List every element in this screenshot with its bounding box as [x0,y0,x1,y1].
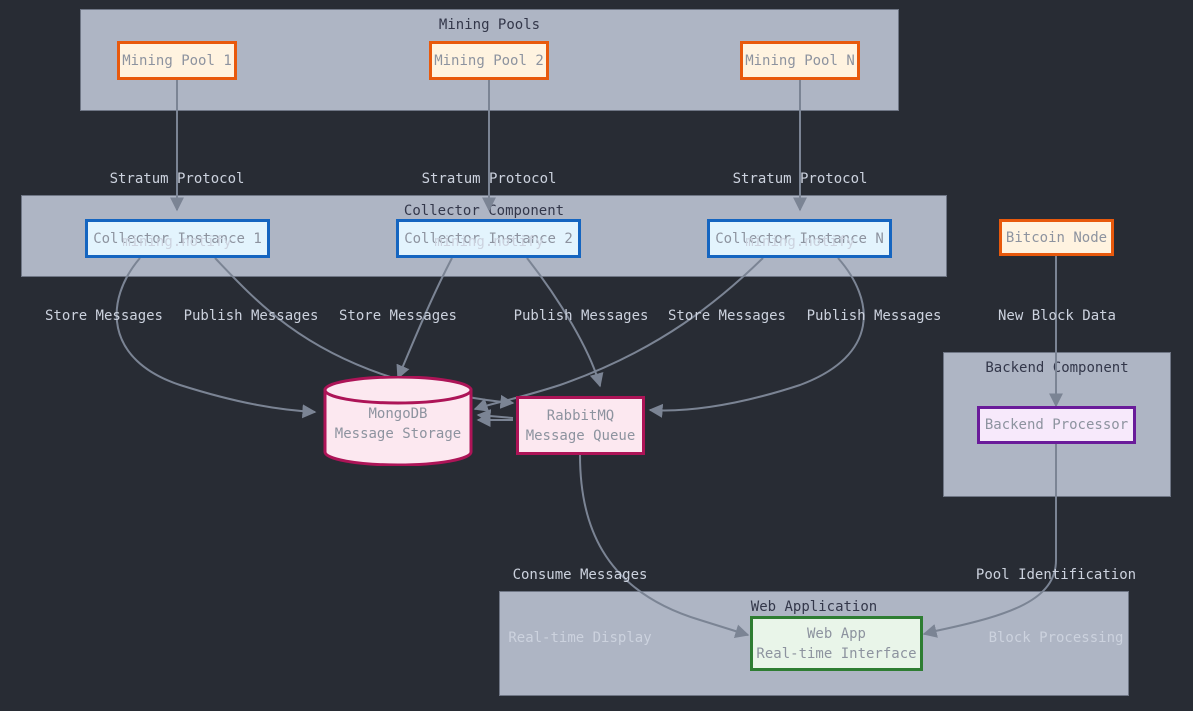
edge-label-line1: Consume Messages [512,567,648,583]
edge-label-consume-messages: Consume Messages Real-time Display [490,523,670,691]
edge-label-store-messages-1: Store Messages [44,308,163,324]
node-label-line1: RabbitMQ [546,407,615,424]
node-label-line1: Web App [806,625,866,642]
edge-label-new-block-data: New Block Data [997,308,1116,324]
node-label: Bitcoin Node [1005,229,1108,246]
edge-label-line2: Block Processing [988,630,1124,646]
edge-label-line2: mining.notify [745,234,855,250]
node-mining-pool-1[interactable]: Mining Pool 1 [117,41,237,80]
node-mining-pool-2[interactable]: Mining Pool 2 [429,41,549,80]
cluster-title-mining-pools: Mining Pools [438,17,541,33]
node-collector-instance-n[interactable]: Collector Instance N [707,219,892,258]
node-label: Collector Instance N [715,230,884,247]
edge-label-line1: Pool Identification [975,567,1137,583]
edge-label-store-messages-n: Store Messages [667,308,786,324]
edge-label-publish-messages-n: Publish Messages [806,308,942,324]
edge-label-line2: mining.notify [122,234,232,250]
node-label: Mining Pool 2 [434,52,544,69]
edge-label-publish-messages-2: Publish Messages [513,308,649,324]
node-backend-processor[interactable]: Backend Processor [977,406,1136,444]
node-bitcoin-node[interactable]: Bitcoin Node [999,219,1114,256]
edge-label-line1: Stratum Protocol [732,171,868,187]
database-cylinder-icon [323,375,473,467]
node-web-app[interactable]: Web App Real-time Interface [750,616,923,671]
edge-label-publish-messages-1: Publish Messages [183,308,319,324]
node-mining-pool-n[interactable]: Mining Pool N [740,41,860,80]
node-label: Backend Processor [984,417,1129,433]
node-collector-instance-1[interactable]: Collector Instance 1 [85,219,270,258]
node-label: Mining Pool 1 [122,52,232,69]
edge-label-line2: Real-time Display [508,630,652,646]
node-label-line2: Message Queue [525,427,636,444]
edge-label-stratum-1: Stratum Protocol mining.notify [69,127,285,295]
edge-label-store-messages-2: Store Messages [338,308,457,324]
node-collector-instance-2[interactable]: Collector Instance 2 [396,219,581,258]
edge-label-stratum-n: Stratum Protocol mining.notify [692,127,908,295]
edge-mongodb-rabbitmq-stub [476,409,514,424]
node-label: Mining Pool N [745,52,855,69]
node-mongodb[interactable]: MongoDB Message Storage [322,375,474,467]
edge-label-stratum-2: Stratum Protocol mining.notify [381,127,597,295]
edge-label-line1: Stratum Protocol [421,171,557,187]
cluster-title-backend-component: Backend Component [985,360,1129,376]
edge-label-line2: mining.notify [434,234,544,250]
edge-label-pool-identification: Pool Identification Block Processing [966,523,1146,691]
node-rabbitmq[interactable]: RabbitMQ Message Queue [516,396,645,455]
edge-label-line1: Stratum Protocol [109,171,245,187]
node-label: Collector Instance 1 [93,230,262,247]
node-label-line2: Real-time Interface [756,645,917,662]
node-label: Collector Instance 2 [404,230,573,247]
cluster-title-web-application: Web Application [750,599,878,615]
